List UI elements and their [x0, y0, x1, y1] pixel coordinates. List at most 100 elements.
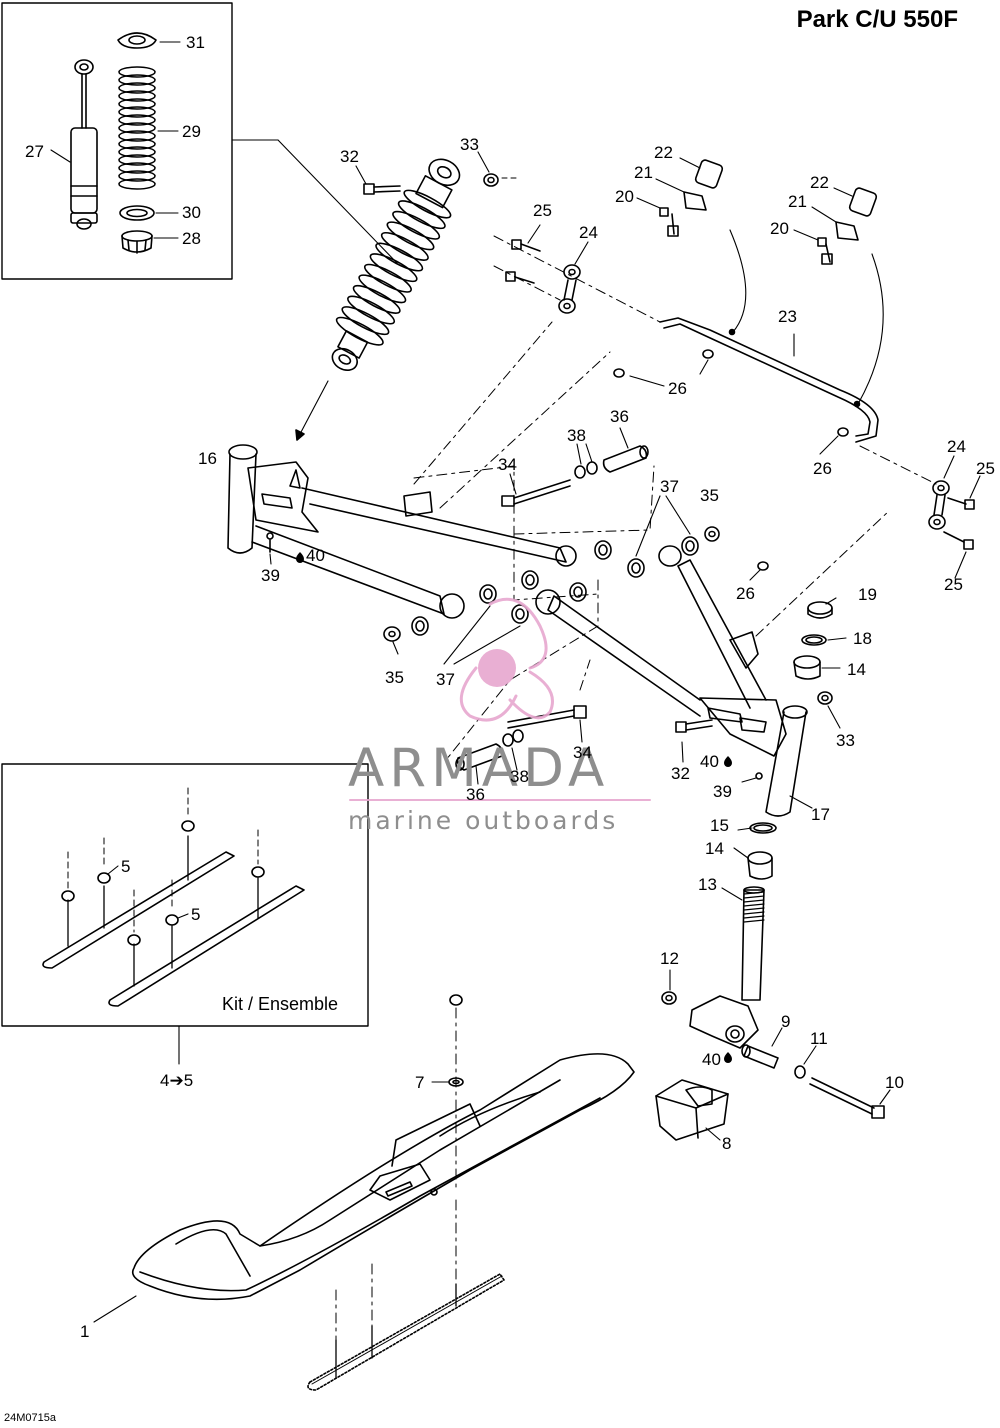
- callout-11: 11: [810, 1029, 828, 1048]
- nut-part-12: [661, 991, 677, 1005]
- cap-part-19: [807, 601, 833, 619]
- washer-part-30: [119, 205, 155, 221]
- callout-19: 19: [858, 585, 877, 604]
- ski-part-1: [131, 1053, 635, 1301]
- callout-31: 31: [186, 33, 205, 52]
- mount-bracket: [403, 491, 433, 517]
- callout-29: 29: [182, 122, 201, 141]
- callout-22: 22: [654, 143, 673, 162]
- callout-13: 13: [698, 875, 717, 894]
- callout-25: 25: [944, 575, 963, 594]
- callout-16: 16: [198, 449, 217, 468]
- nut-part-33-top: [483, 173, 499, 187]
- bushing-part-14-top: [793, 655, 821, 680]
- callout-27: 27: [25, 142, 44, 161]
- nut-part-7: [448, 994, 464, 1087]
- callout-23: 23: [778, 307, 797, 326]
- o-ring-part-18: [801, 634, 827, 646]
- bolt-part-34-upper: [501, 479, 571, 507]
- callout-24: 24: [947, 437, 966, 456]
- diagram-title: Park C/U 550F: [796, 6, 958, 33]
- callout-5: 5: [121, 857, 131, 876]
- callout-39: 39: [261, 566, 280, 585]
- spindle-part-13: [689, 822, 777, 1049]
- bushing-part-37-right: [511, 536, 699, 624]
- callout-4-to-5: 4➔5: [160, 1071, 194, 1090]
- adjuster-ring-part-28: [121, 230, 153, 254]
- callout-25: 25: [533, 201, 552, 220]
- watermark-brand: ARMADA: [348, 738, 610, 799]
- a-arm-part-16: [227, 444, 577, 619]
- callout-21: 21: [634, 163, 653, 182]
- callout-26: 26: [668, 379, 687, 398]
- bolt-part-34-lower: [507, 705, 587, 729]
- callout-22: 22: [810, 173, 829, 192]
- callout-40: 40: [306, 546, 325, 565]
- callout-34: 34: [573, 743, 592, 762]
- shock-absorber-assembly: [331, 158, 461, 372]
- kit-inset: [1, 763, 369, 1027]
- bolt-part-25-right: [943, 497, 975, 550]
- damper-part-27: [70, 59, 98, 230]
- bushing-part-37-left: [411, 540, 612, 636]
- bolt-part-32-top: [363, 183, 401, 195]
- bolt-part-32-lower: [675, 719, 713, 733]
- nut-part-35-left: [383, 626, 401, 642]
- nut-part-26: [613, 349, 849, 571]
- callout-21: 21: [788, 192, 807, 211]
- callout-40: 40: [702, 1050, 721, 1069]
- spring-retainer-part-31: [117, 32, 157, 49]
- callout-35: 35: [385, 668, 404, 687]
- bolt-part-10: [809, 1077, 885, 1119]
- drawing-code: 24M0715a: [4, 1412, 56, 1424]
- callout-38: 38: [567, 426, 586, 445]
- callout-12: 12: [660, 949, 679, 968]
- ski-runner: [307, 1273, 505, 1391]
- callout-30: 30: [182, 203, 201, 222]
- callout-28: 28: [182, 229, 201, 248]
- callout-36: 36: [610, 407, 629, 426]
- nut-part-33-lower: [817, 691, 833, 705]
- callout-25: 25: [976, 459, 995, 478]
- link-rod-part-24-right: [928, 480, 950, 530]
- callout-7: 7: [415, 1073, 425, 1092]
- sway-bar-part-23: [659, 317, 879, 443]
- callout-34: 34: [498, 455, 517, 474]
- callout-37: 37: [660, 477, 679, 496]
- nut-part-35-right: [704, 526, 720, 542]
- callout-35: 35: [700, 486, 719, 505]
- callout-5: 5: [191, 905, 201, 924]
- callout-20: 20: [615, 187, 634, 206]
- callout-39: 39: [713, 782, 732, 801]
- callout-18: 18: [853, 629, 872, 648]
- washers-part-38-lower: [502, 729, 524, 747]
- rubber-block-part-8: [655, 1079, 729, 1141]
- coil-spring-part-29: [118, 66, 156, 190]
- shock-detail-inset: [1, 2, 233, 280]
- watermark-tagline: marine outboards: [348, 806, 619, 835]
- callout-26: 26: [813, 459, 832, 478]
- callout-15: 15: [710, 816, 729, 835]
- bushing-bracket-left: [659, 159, 747, 333]
- bushing-bracket-right: [817, 187, 884, 405]
- washer-part-11: [794, 1065, 806, 1079]
- kit-label: Kit / Ensemble: [222, 994, 339, 1014]
- bushing-part-9: [741, 1044, 779, 1069]
- callout-17: 17: [811, 805, 830, 824]
- callout-10: 10: [885, 1073, 904, 1092]
- callout-8: 8: [722, 1134, 732, 1153]
- callout-26: 26: [736, 584, 755, 603]
- callout-9: 9: [781, 1012, 791, 1031]
- callout-1: 1: [80, 1322, 90, 1341]
- sleeve-part-36-lower: [455, 743, 504, 771]
- callout-33: 33: [460, 135, 479, 154]
- lubricant-drop-icon: [296, 552, 732, 1063]
- callout-40: 40: [700, 752, 719, 771]
- callout-33: 33: [836, 731, 855, 750]
- callout-14: 14: [847, 660, 866, 679]
- sleeve-part-36-upper: [602, 445, 649, 473]
- callout-32: 32: [340, 147, 359, 166]
- callout-32: 32: [671, 764, 690, 783]
- washers-part-38-upper: [574, 461, 598, 479]
